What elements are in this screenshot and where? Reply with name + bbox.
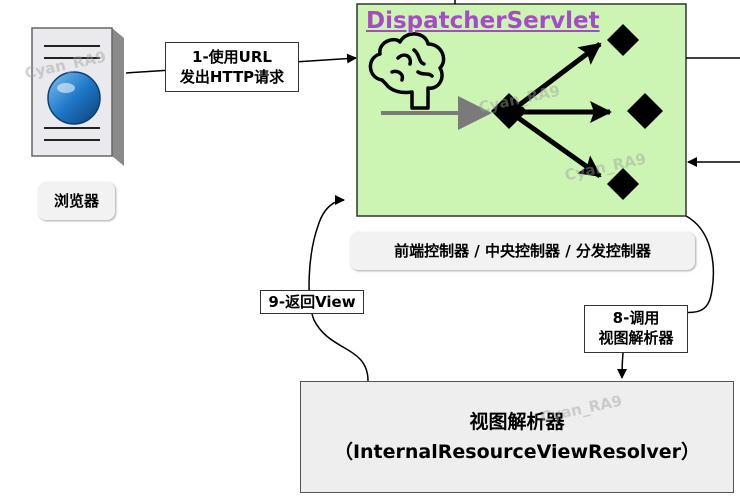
gray-input-arrow — [381, 96, 492, 130]
dispatcher-title: DispatcherServlet — [366, 8, 600, 34]
browser-label: 浏览器 — [38, 182, 115, 220]
target-diamond-icon-bottom — [607, 168, 639, 200]
step1-label: 1-使用URL 发出HTTP请求 — [165, 42, 299, 92]
view-resolver-title: 视图解析器 — [469, 411, 565, 433]
brain-icon — [368, 32, 446, 110]
branch-arrow-down — [508, 109, 602, 179]
step1-label-line1: 1-使用URL — [192, 48, 272, 66]
step8-label: 8-调用 视图解析器 — [584, 305, 688, 353]
target-diamond-icon-mid — [627, 93, 663, 129]
target-diamond-icon-top — [607, 24, 639, 56]
branch-arrow-up — [508, 42, 602, 114]
step8-label-line1: 8-调用 — [612, 309, 660, 327]
view-resolver-class: （InternalResourceViewResolver） — [333, 441, 701, 463]
step1-label-line2: 发出HTTP请求 — [179, 68, 285, 86]
globe-icon — [47, 71, 101, 125]
step8-label-line2: 视图解析器 — [598, 329, 674, 347]
dispatcher-caption: 前端控制器 / 中央控制器 / 分发控制器 — [350, 232, 695, 270]
hub-diamond-icon — [491, 93, 527, 129]
step9-label: 9-返回View — [260, 290, 364, 314]
view-resolver-box: 视图解析器 （InternalResourceViewResolver） — [300, 381, 734, 493]
